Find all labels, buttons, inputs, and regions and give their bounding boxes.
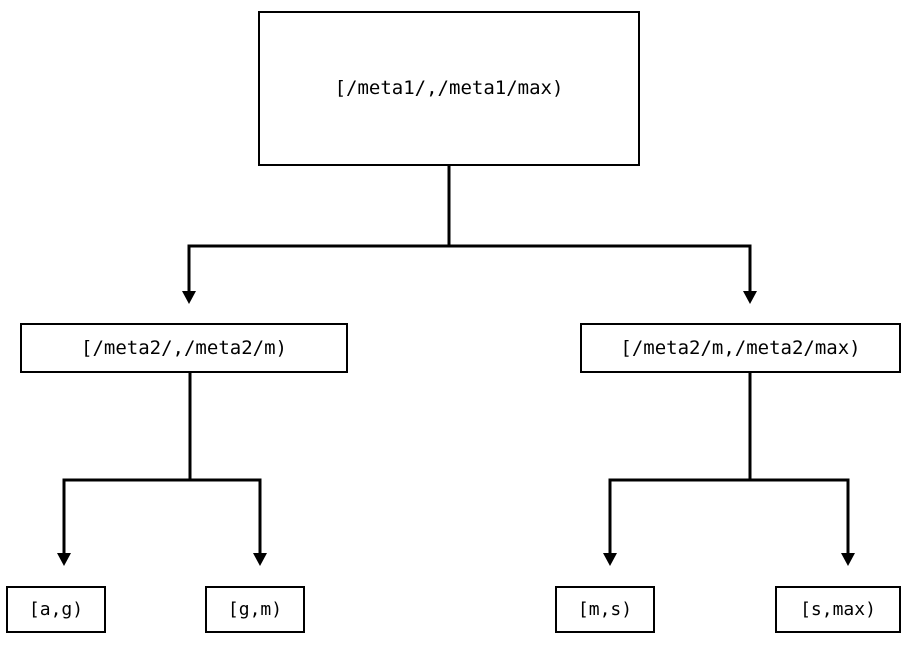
node-mid-left-label: [/meta2/,/meta2/m) [81, 336, 287, 359]
node-leaf-ag[interactable]: [a,g) [6, 586, 106, 633]
node-leaf-ms[interactable]: [m,s) [555, 586, 655, 633]
edge-mid-left-to-leaf-gm [188, 373, 262, 554]
edge-root-to-mid-right [447, 166, 752, 292]
node-leaf-smax[interactable]: [s,max) [775, 586, 901, 633]
edge-mid-right-to-leaf-ms [608, 373, 752, 554]
edge-root-to-mid-left [187, 166, 451, 292]
node-mid-left[interactable]: [/meta2/,/meta2/m) [20, 323, 348, 373]
node-mid-right-label: [/meta2/m,/meta2/max) [620, 336, 861, 359]
edge-mid-right-to-leaf-smax [748, 373, 850, 554]
edge-mid-left-to-leaf-ag [62, 373, 192, 554]
node-leaf-ms-label: [m,s) [577, 598, 633, 620]
arrowhead-leaf-ag [57, 553, 71, 566]
arrowhead-leaf-gm [253, 553, 267, 566]
node-root[interactable]: [/meta1/,/meta1/max) [258, 11, 640, 166]
node-root-label: [/meta1/,/meta1/max) [334, 77, 564, 99]
node-leaf-ag-label: [a,g) [28, 598, 84, 620]
arrowhead-mid-left [182, 291, 196, 304]
node-leaf-smax-label: [s,max) [800, 598, 876, 620]
arrowhead-leaf-smax [841, 553, 855, 566]
arrowhead-leaf-ms [603, 553, 617, 566]
node-leaf-gm-label: [g,m) [227, 598, 283, 620]
node-mid-right[interactable]: [/meta2/m,/meta2/max) [580, 323, 901, 373]
node-leaf-gm[interactable]: [g,m) [205, 586, 305, 633]
arrowhead-mid-right [743, 291, 757, 304]
